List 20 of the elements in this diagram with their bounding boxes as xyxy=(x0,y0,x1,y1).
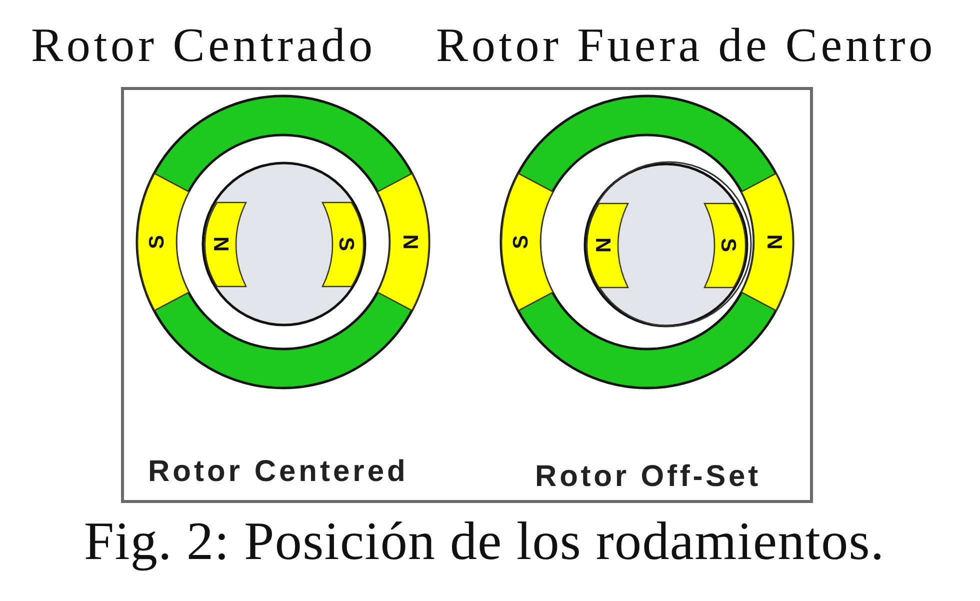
pole-letter: N xyxy=(212,236,232,252)
stator-magnet xyxy=(136,172,190,312)
rotor-magnet xyxy=(204,200,248,288)
rotor-magnet xyxy=(586,202,630,288)
pole-letter: N xyxy=(399,234,420,250)
panel-caption: Rotor Off-Set xyxy=(535,462,762,492)
pole-letter: N xyxy=(763,234,784,250)
panel-heading: Rotor Fuera de Centro xyxy=(436,22,936,70)
rotor-magnet xyxy=(702,202,746,288)
panel-caption: Rotor Centered xyxy=(148,457,408,487)
pole-letter: S xyxy=(146,235,167,249)
panel-heading: Rotor Centrado xyxy=(31,22,376,70)
pole-letter: S xyxy=(336,237,356,251)
rotor-magnet xyxy=(320,200,364,288)
pole-letter: N xyxy=(594,237,614,253)
stator-magnet xyxy=(376,172,430,312)
pole-letter: S xyxy=(718,238,738,252)
stator-magnet xyxy=(500,172,554,312)
pole-letter: S xyxy=(510,235,531,249)
figure-frame xyxy=(121,87,813,503)
